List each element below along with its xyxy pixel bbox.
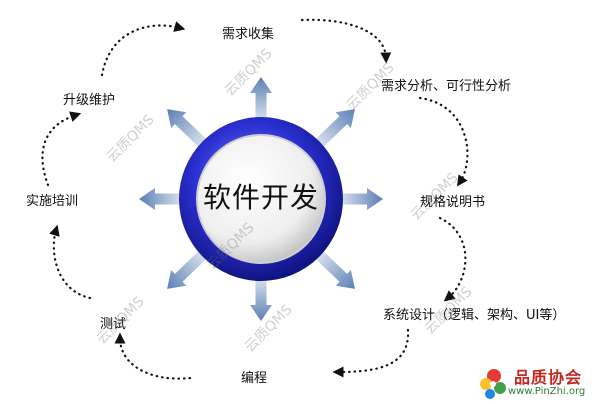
cycle-arrow-testing-to-training	[54, 230, 90, 298]
stage-testing: 测试	[100, 317, 126, 333]
stage-coding: 编程	[241, 371, 267, 387]
cycle-arrow-collection-to-analysis	[302, 20, 386, 58]
stage-requirements-collection: 需求收集	[222, 27, 274, 43]
stage-system-design: 系统设计（逻辑、架构、UI等）	[383, 308, 565, 324]
stage-training: 实施培训	[26, 194, 78, 210]
cycle-arrow-coding-to-testing	[120, 338, 190, 379]
stage-requirements-analysis: 需求分析、可行性分析	[381, 79, 511, 95]
cycle-arrow-analysis-to-spec	[420, 98, 467, 182]
logo-url: www.PinZhi.org	[508, 386, 585, 397]
stage-maintenance: 升级维护	[63, 93, 115, 109]
center-label: 软件开发	[196, 180, 326, 216]
cycle-arrow-training-to-maintenance	[42, 115, 76, 185]
stage-specification: 规格说明书	[420, 195, 485, 211]
cycle-arrow-maintenance-to-collection	[102, 25, 180, 75]
logo-title: 品质协会	[514, 364, 582, 388]
cycle-arrow-design-to-coding	[338, 330, 408, 372]
pinzhi-logo: 品质协会 www.PinZhi.org	[478, 364, 602, 402]
